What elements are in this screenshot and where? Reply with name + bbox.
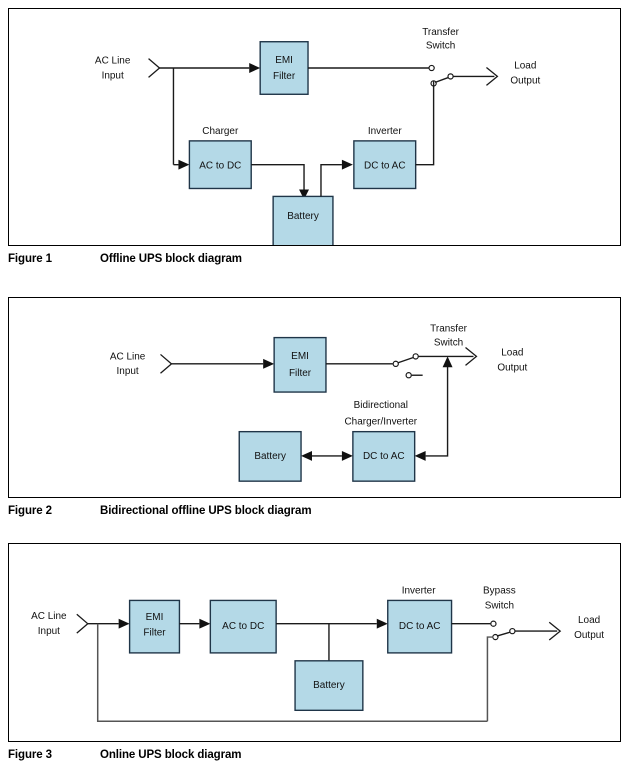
ac-line-input-label-line2: Input [117, 366, 139, 377]
figure-2-frame: AC Line Input EMI Filter Transfer Switch [8, 297, 621, 498]
transfer-switch-label-line2: Switch [434, 338, 463, 349]
transfer-switch-label-line2: Switch [426, 41, 455, 52]
load-output-label-line1: Load [514, 61, 536, 72]
transfer-switch-blade[interactable] [397, 356, 414, 364]
inverter-title-label: Inverter [368, 126, 402, 137]
battery-block [238, 430, 302, 482]
figure-3-container: AC Line Input EMI Filter AC to DC [8, 543, 621, 761]
transfer-switch-label-line1: Transfer [430, 324, 467, 335]
transfer-switch-pole[interactable] [412, 353, 419, 360]
load-output-label-line1: Load [578, 615, 600, 626]
wire-switch-to-converter [425, 363, 449, 457]
inverter-label: DC to AC [399, 621, 441, 632]
arrow-into-rectifier [199, 618, 211, 629]
bidirectional-title-line2: Charger/Inverter [344, 417, 417, 428]
emi-filter-label-line2: Filter [273, 71, 296, 82]
arrow-into-inverter [341, 159, 353, 170]
transfer-switch-pole[interactable] [447, 73, 454, 80]
bypass-switch-blade[interactable] [496, 631, 511, 637]
load-output-label-line2: Output [497, 362, 527, 373]
load-output-label-line2: Output [574, 630, 604, 641]
figure-2-caption-text: Bidirectional offline UPS block diagram [100, 505, 312, 517]
charger-title-label: Charger [202, 126, 239, 137]
wire-bypass-riser [486, 636, 494, 722]
figure-3-frame: AC Line Input EMI Filter AC to DC [8, 543, 621, 742]
transfer-switch-contact-open[interactable] [405, 372, 412, 379]
rectifier-label: AC to DC [222, 621, 264, 632]
arrow-to-converter [341, 450, 353, 461]
figure-2-caption: Figure 2 Bidirectional offline UPS block … [8, 505, 621, 517]
arrow-into-emi [118, 618, 130, 629]
emi-filter-label-line1: EMI [291, 351, 309, 362]
load-output-label-line2: Output [510, 75, 540, 86]
wire-charger-to-battery [251, 163, 305, 190]
wire-inverter-to-switch [415, 81, 435, 166]
figure-2-container: AC Line Input EMI Filter Transfer Switch [8, 297, 621, 517]
arrow-into-battery [299, 189, 310, 200]
bypass-switch-label-line1: Bypass [483, 586, 516, 597]
output-arrowhead-icon [465, 347, 478, 366]
inverter-title-label: Inverter [402, 586, 436, 597]
ac-line-input-label-line2: Input [102, 70, 124, 81]
wire-bypass-loop [96, 623, 488, 722]
figure-3-caption-text: Online UPS block diagram [100, 749, 242, 761]
transfer-switch-blade[interactable] [434, 76, 449, 84]
emi-filter-block [259, 41, 309, 95]
arrow-into-converter [414, 450, 426, 461]
emi-filter-block [128, 599, 181, 654]
input-arrowhead-icon [76, 613, 89, 634]
arrow-up-into-output [442, 356, 453, 368]
input-arrowhead-icon [160, 353, 173, 374]
figure-3-diagram: AC Line Input EMI Filter AC to DC [31, 586, 604, 722]
figure-1-caption: Figure 1 Offline UPS block diagram [8, 253, 621, 265]
emi-filter-label-line2: Filter [289, 368, 312, 379]
transfer-switch-contact-line[interactable] [392, 360, 399, 368]
ac-line-input-label-line1: AC Line [110, 351, 146, 362]
ac-line-input-label-line1: AC Line [95, 56, 131, 67]
bypass-switch-contact-inverter[interactable] [490, 620, 497, 627]
arrow-into-emi [249, 63, 261, 73]
bidirectional-title-line1: Bidirectional [354, 400, 408, 411]
bypass-switch-pole[interactable] [509, 627, 516, 635]
ac-line-input-label-line2: Input [38, 626, 60, 637]
battery-label: Battery [254, 451, 286, 462]
arrow-into-inverter [376, 618, 388, 629]
charger-label: AC to DC [199, 160, 241, 171]
arrow-to-battery [301, 450, 313, 461]
bidirectional-converter-block [352, 430, 416, 482]
output-arrowhead-icon [548, 621, 562, 641]
figure-1-caption-label: Figure 1 [8, 253, 52, 265]
emi-filter-label-line2: Filter [143, 628, 166, 639]
figure-1-frame: AC Line Input EMI Filter Transfer [8, 8, 621, 246]
figure-2-diagram: AC Line Input EMI Filter Transfer Switch [110, 324, 528, 482]
inverter-block [387, 599, 453, 654]
bidirectional-converter-label: DC to AC [363, 451, 405, 462]
transfer-switch-label-line1: Transfer [422, 27, 459, 38]
emi-filter-label-line1: EMI [146, 612, 164, 623]
arrow-into-charger [178, 159, 190, 170]
inverter-label: DC to AC [364, 160, 406, 171]
arrow-into-emi [263, 358, 275, 369]
battery-block [272, 195, 334, 245]
emi-filter-label-line1: EMI [275, 55, 293, 66]
figure-1-diagram: AC Line Input EMI Filter Transfer [95, 27, 540, 245]
bypass-switch-label-line2: Switch [485, 600, 514, 611]
load-output-label-line1: Load [501, 347, 523, 358]
figure-2-caption-label: Figure 2 [8, 505, 52, 517]
figure-3-caption: Figure 3 Online UPS block diagram [8, 749, 621, 761]
figure-1-container: AC Line Input EMI Filter Transfer [8, 8, 621, 265]
figure-1-caption-text: Offline UPS block diagram [100, 253, 242, 265]
battery-block [294, 660, 364, 712]
transfer-switch-contact-line[interactable] [428, 64, 435, 72]
battery-label: Battery [313, 680, 345, 691]
figure-3-caption-label: Figure 3 [8, 749, 52, 761]
output-arrowhead-icon [486, 67, 499, 86]
ac-line-input-label-line1: AC Line [31, 611, 67, 622]
battery-label: Battery [287, 211, 319, 222]
emi-filter-block [273, 336, 327, 393]
rectifier-block [209, 599, 277, 654]
input-arrowhead-icon [148, 58, 161, 78]
wire-battery-to-inverter [320, 163, 342, 197]
